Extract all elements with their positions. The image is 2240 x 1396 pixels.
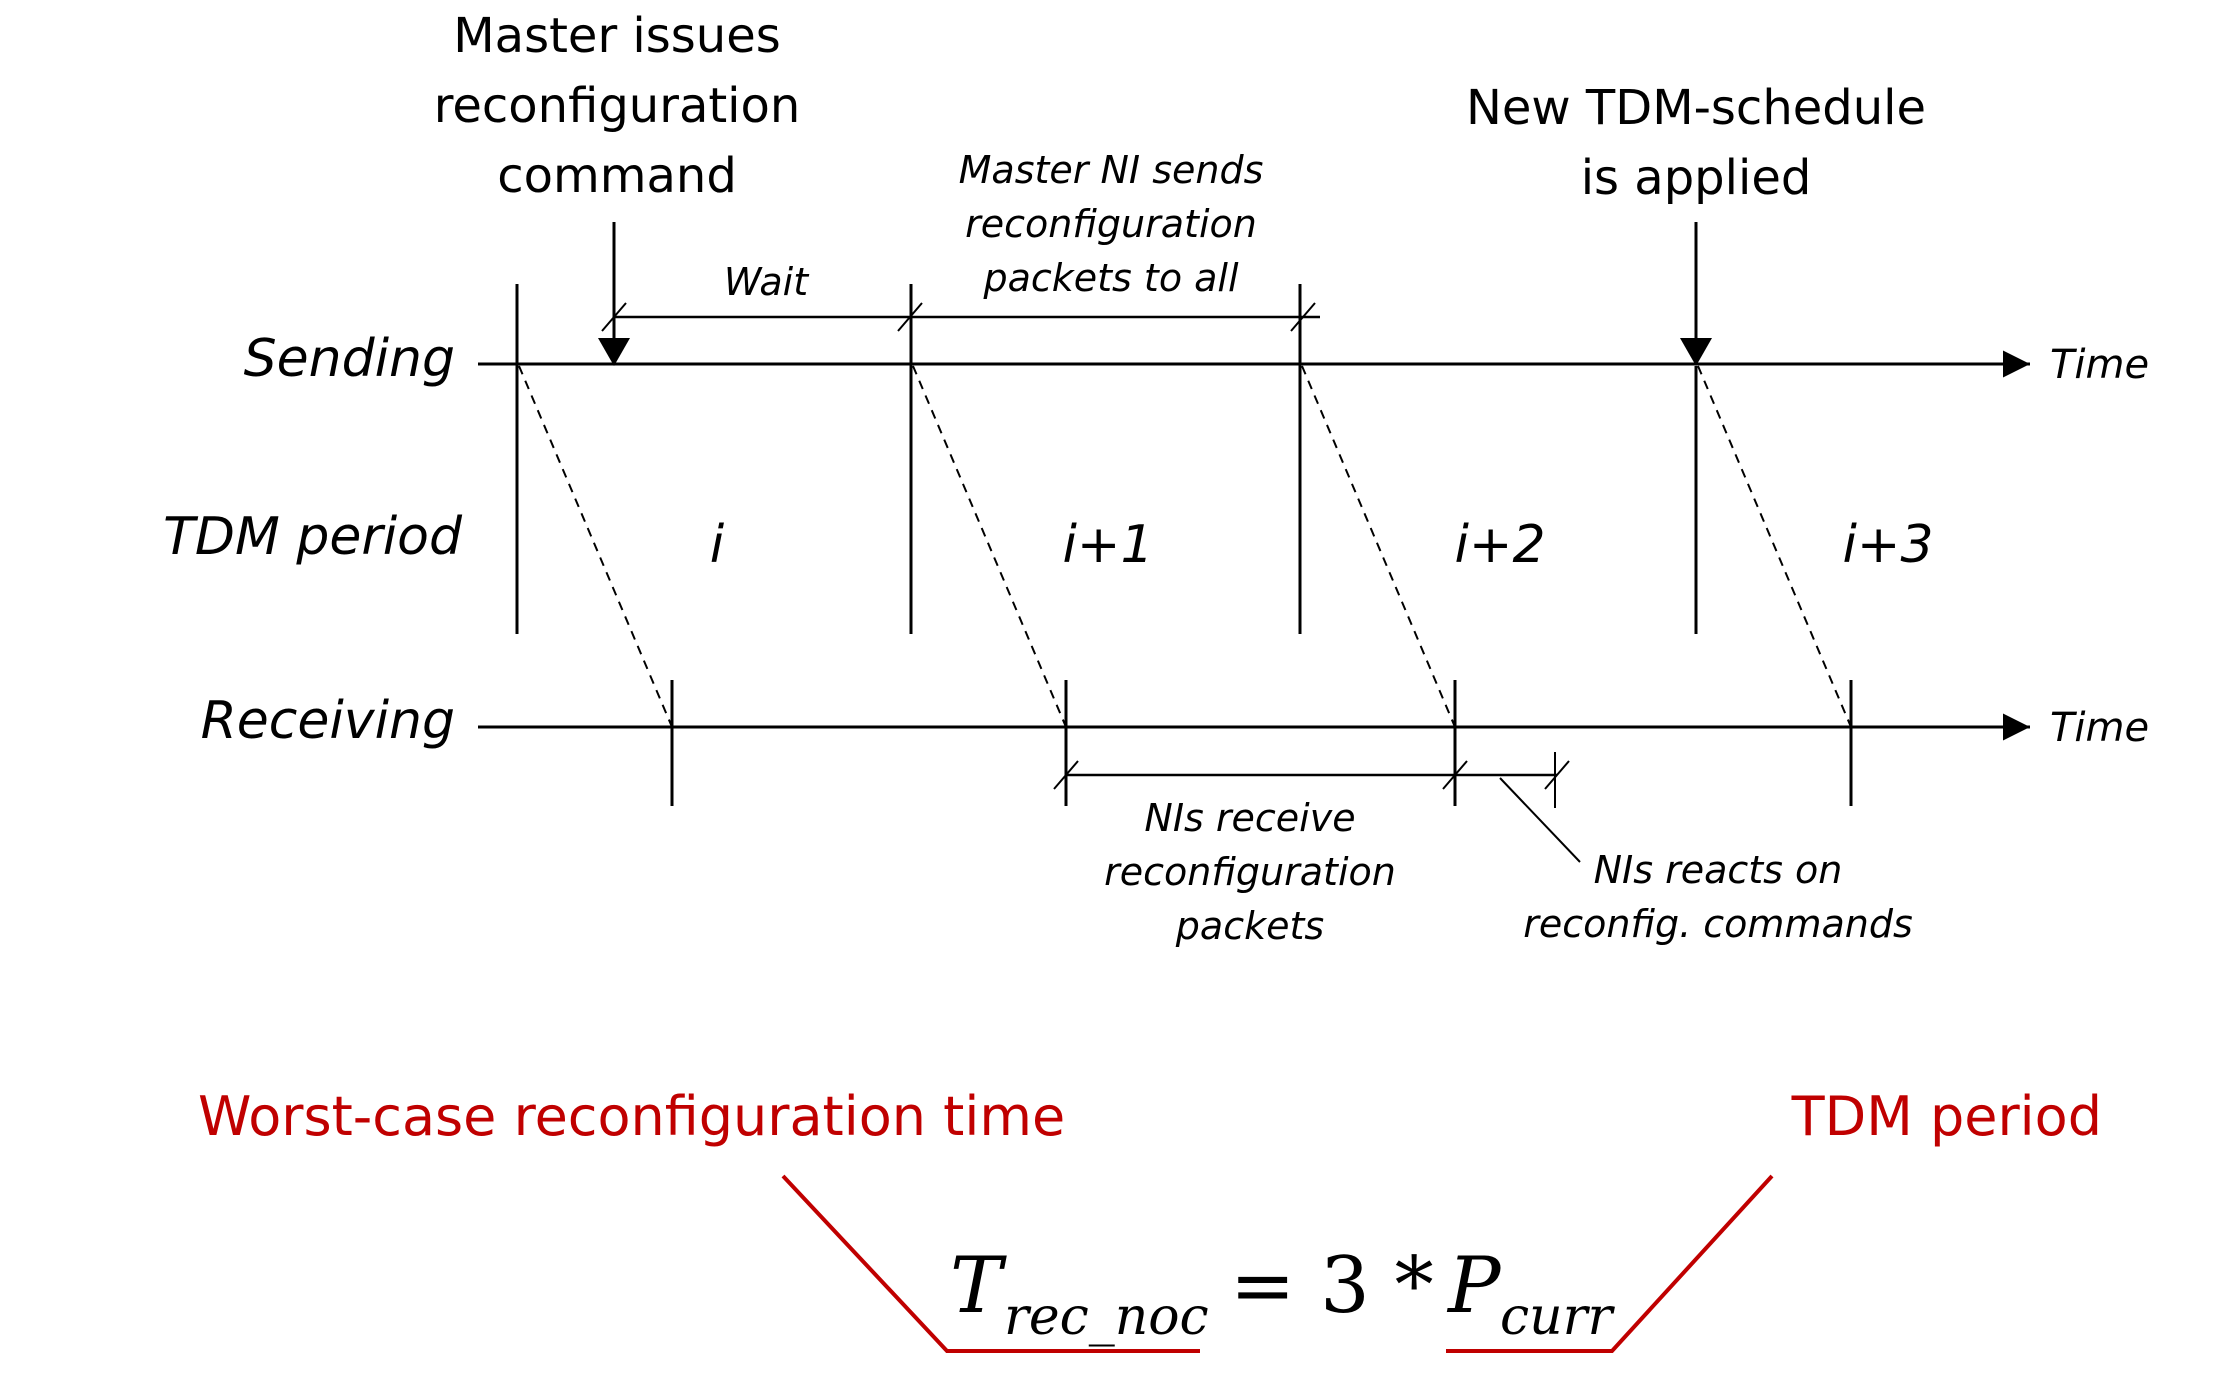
propagation-line-2 [912, 365, 1067, 728]
row-label-tdm-period: TDM period [163, 507, 463, 567]
master-ni-sends-line-1: Master NI sends [959, 148, 1264, 192]
master-ni-sends-line-2: reconfiguration [965, 202, 1257, 246]
dim-tick-receive-start [1053, 760, 1079, 790]
time-label-top: Time [2050, 342, 2149, 388]
propagation-line-4 [1697, 365, 1852, 728]
row-label-sending: Sending [244, 329, 455, 389]
formula-lhs-symbol: T [950, 1241, 1007, 1331]
formula-lhs-subscript: rec_noc [1004, 1287, 1209, 1347]
period-label-i-plus-1: i+1 [1062, 515, 1153, 575]
nis-receive-line-1: NIs receive [1144, 796, 1355, 840]
nis-react-line-1: NIs reacts on [1594, 848, 1843, 892]
time-label-bottom: Time [2050, 705, 2149, 751]
new-schedule-arrow-head [1680, 338, 1712, 366]
new-schedule-line-1: New TDM-schedule [1466, 80, 1926, 136]
dim-tick-wait-start [601, 302, 627, 332]
master-issues-line-1: Master issues [453, 8, 781, 64]
worst-case-bracket [781, 1174, 1200, 1353]
master-issues-line-2: reconfiguration [434, 78, 801, 134]
tdm-period-bracket [1446, 1174, 1774, 1353]
master-command-arrow-head [598, 338, 630, 366]
nis-receive-line-2: reconfiguration [1104, 850, 1396, 894]
dim-tick-receive-end [1442, 760, 1468, 790]
worst-case-callout: Worst-case reconfiguration time [198, 1085, 1065, 1148]
dim-tick-react-end [1544, 760, 1570, 790]
master-ni-sends-line-3: packets to all [982, 256, 1239, 300]
formula: T rec_noc = 3 * P curr [950, 1241, 1615, 1347]
period-label-i-plus-2: i+2 [1454, 515, 1545, 575]
period-label-i: i [710, 515, 725, 575]
formula-operator: = 3 * [1230, 1241, 1434, 1331]
row-label-receiving: Receiving [201, 691, 455, 751]
tdm-period-callout: TDM period [1791, 1085, 2102, 1148]
wait-label: Wait [724, 260, 810, 304]
propagation-line-1 [518, 365, 673, 728]
formula-rhs-symbol: P [1446, 1241, 1502, 1331]
propagation-line-3 [1301, 365, 1456, 728]
period-label-i-plus-3: i+3 [1842, 515, 1933, 575]
master-issues-line-3: command [497, 148, 737, 204]
react-leader-line [1499, 777, 1581, 863]
dim-tick-send-end [1290, 302, 1316, 332]
nis-receive-line-3: packets [1175, 904, 1324, 948]
new-schedule-line-2: is applied [1581, 150, 1812, 206]
formula-rhs-subscript: curr [1500, 1287, 1615, 1347]
nis-react-line-2: reconfig. commands [1523, 902, 1913, 946]
